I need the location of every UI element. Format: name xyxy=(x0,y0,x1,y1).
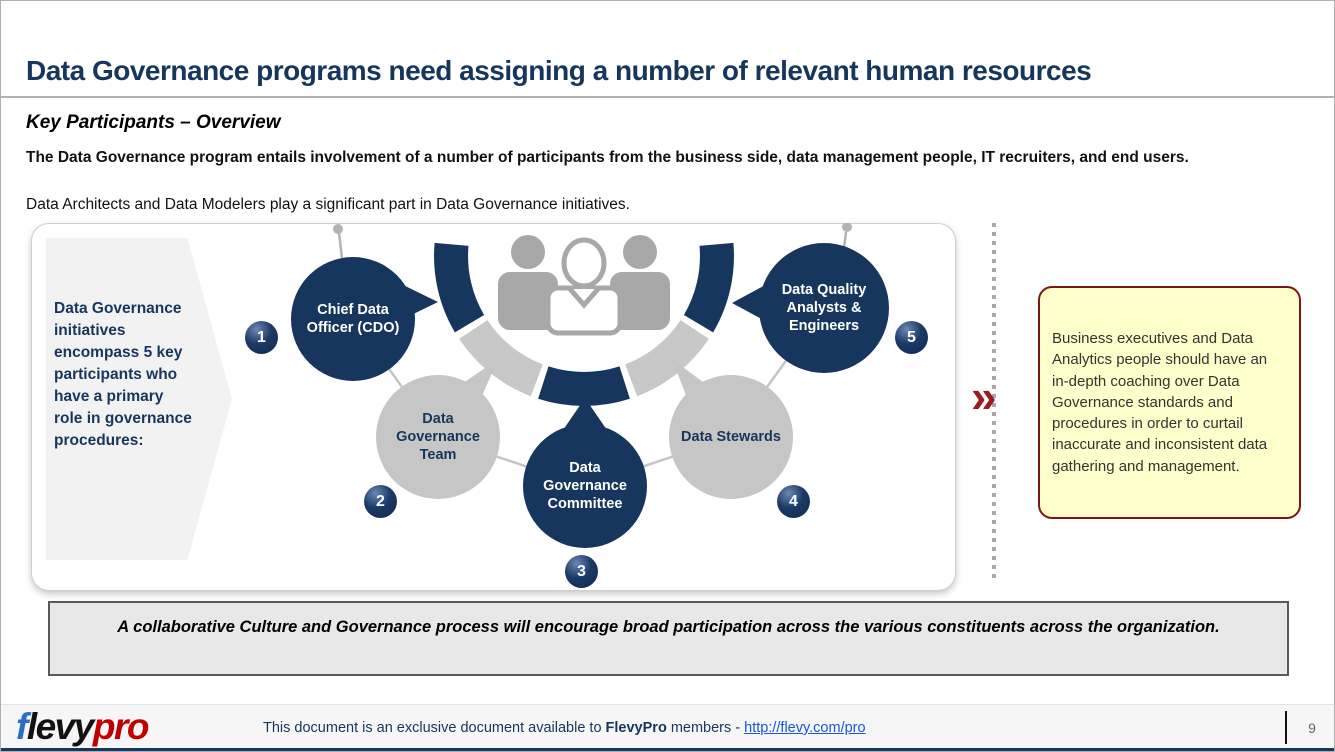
participant-circle-data-quality: Data Quality Analysts & Engineers xyxy=(759,243,889,373)
footer-brand: FlevyPro xyxy=(605,720,667,736)
dotted-divider xyxy=(992,223,996,581)
pin-icon xyxy=(842,223,852,249)
page-number: 9 xyxy=(1308,720,1316,736)
participants-ring xyxy=(434,242,734,406)
section-subtitle: Key Participants – Overview xyxy=(26,112,281,133)
takeaway-banner: A collaborative Culture and Governance p… xyxy=(48,601,1289,676)
participant-badge-1: 1 xyxy=(245,321,278,354)
pin-icon xyxy=(333,224,344,259)
participant-circle-data-stewards: Data Stewards xyxy=(669,375,793,499)
flevy-link[interactable]: http://flevy.com/pro xyxy=(744,720,866,736)
double-chevron-icon: » xyxy=(971,370,997,422)
participant-circle-governance-committee: Data Governance Committee xyxy=(523,424,647,548)
page-title: Data Governance programs need assigning … xyxy=(26,55,1092,86)
callout-note: Business executives and Data Analytics p… xyxy=(1038,286,1301,519)
participant-circle-governance-team: Data Governance Team xyxy=(376,375,500,499)
page-number-divider xyxy=(1285,711,1287,744)
participant-badge-5: 5 xyxy=(895,321,928,354)
people-group-icon xyxy=(498,235,670,336)
participant-badge-4: 4 xyxy=(777,485,810,518)
footer-band xyxy=(1,704,1334,749)
bottom-accent-bar xyxy=(1,748,1334,751)
logo-part-pro: pro xyxy=(92,706,150,747)
participant-badge-3: 3 xyxy=(565,555,598,588)
logo-part-levy: levy xyxy=(26,706,95,747)
footer-note-prefix: This document is an exclusive document a… xyxy=(263,720,606,736)
title-divider xyxy=(1,96,1334,98)
intro-paragraph: Data Architects and Data Modelers play a… xyxy=(26,196,630,213)
lead-pentagon-shape: Data Governance initiatives encompass 5 … xyxy=(46,238,232,560)
intro-paragraph-bold: The Data Governance program entails invo… xyxy=(26,149,1189,166)
callout-text: Business executives and Data Analytics p… xyxy=(1052,329,1268,475)
participant-badge-2: 2 xyxy=(364,485,397,518)
flevypro-logo: flevypro xyxy=(16,706,150,748)
participant-circle-cdo: Chief Data Officer (CDO) xyxy=(291,257,415,381)
logo-part-f: f xyxy=(16,706,28,747)
lead-text: Data Governance initiatives encompass 5 … xyxy=(54,300,192,449)
footer-note-middle: members - xyxy=(666,720,745,736)
takeaway-text: A collaborative Culture and Governance p… xyxy=(117,618,1220,636)
footer-note: This document is an exclusive document a… xyxy=(263,720,866,736)
